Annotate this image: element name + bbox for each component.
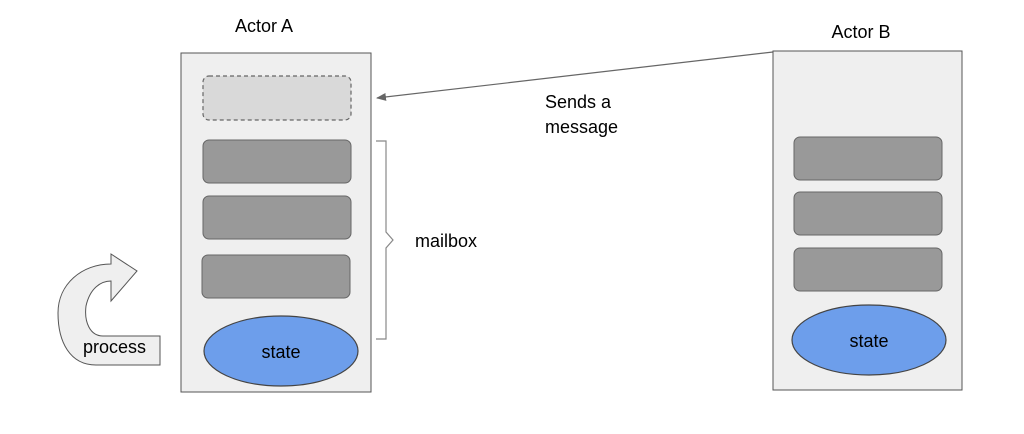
actor-b-title: Actor B bbox=[831, 22, 890, 42]
actor-a-title: Actor A bbox=[235, 16, 293, 36]
actor-b-message-1 bbox=[793, 136, 943, 181]
message-label-line2: message bbox=[545, 117, 618, 137]
actor-b-state-label: state bbox=[849, 331, 888, 351]
process-arrow-icon bbox=[57, 253, 161, 366]
mailbox-message-1 bbox=[202, 139, 352, 184]
actor-a-state-label: state bbox=[261, 342, 300, 362]
process-label: process bbox=[83, 337, 146, 357]
mailbox-message-3 bbox=[201, 254, 351, 299]
incoming-message-slot bbox=[202, 75, 352, 121]
mailbox-label: mailbox bbox=[415, 231, 477, 251]
mailbox-bracket bbox=[376, 140, 394, 340]
mailbox-message-2 bbox=[202, 195, 352, 240]
actor-b-message-2 bbox=[793, 191, 943, 236]
actor-a-state bbox=[203, 315, 359, 387]
actor-b-state bbox=[791, 304, 947, 376]
actor-b-message-3 bbox=[793, 247, 943, 292]
message-arrow bbox=[376, 51, 774, 101]
message-label-line1: Sends a bbox=[545, 92, 612, 112]
